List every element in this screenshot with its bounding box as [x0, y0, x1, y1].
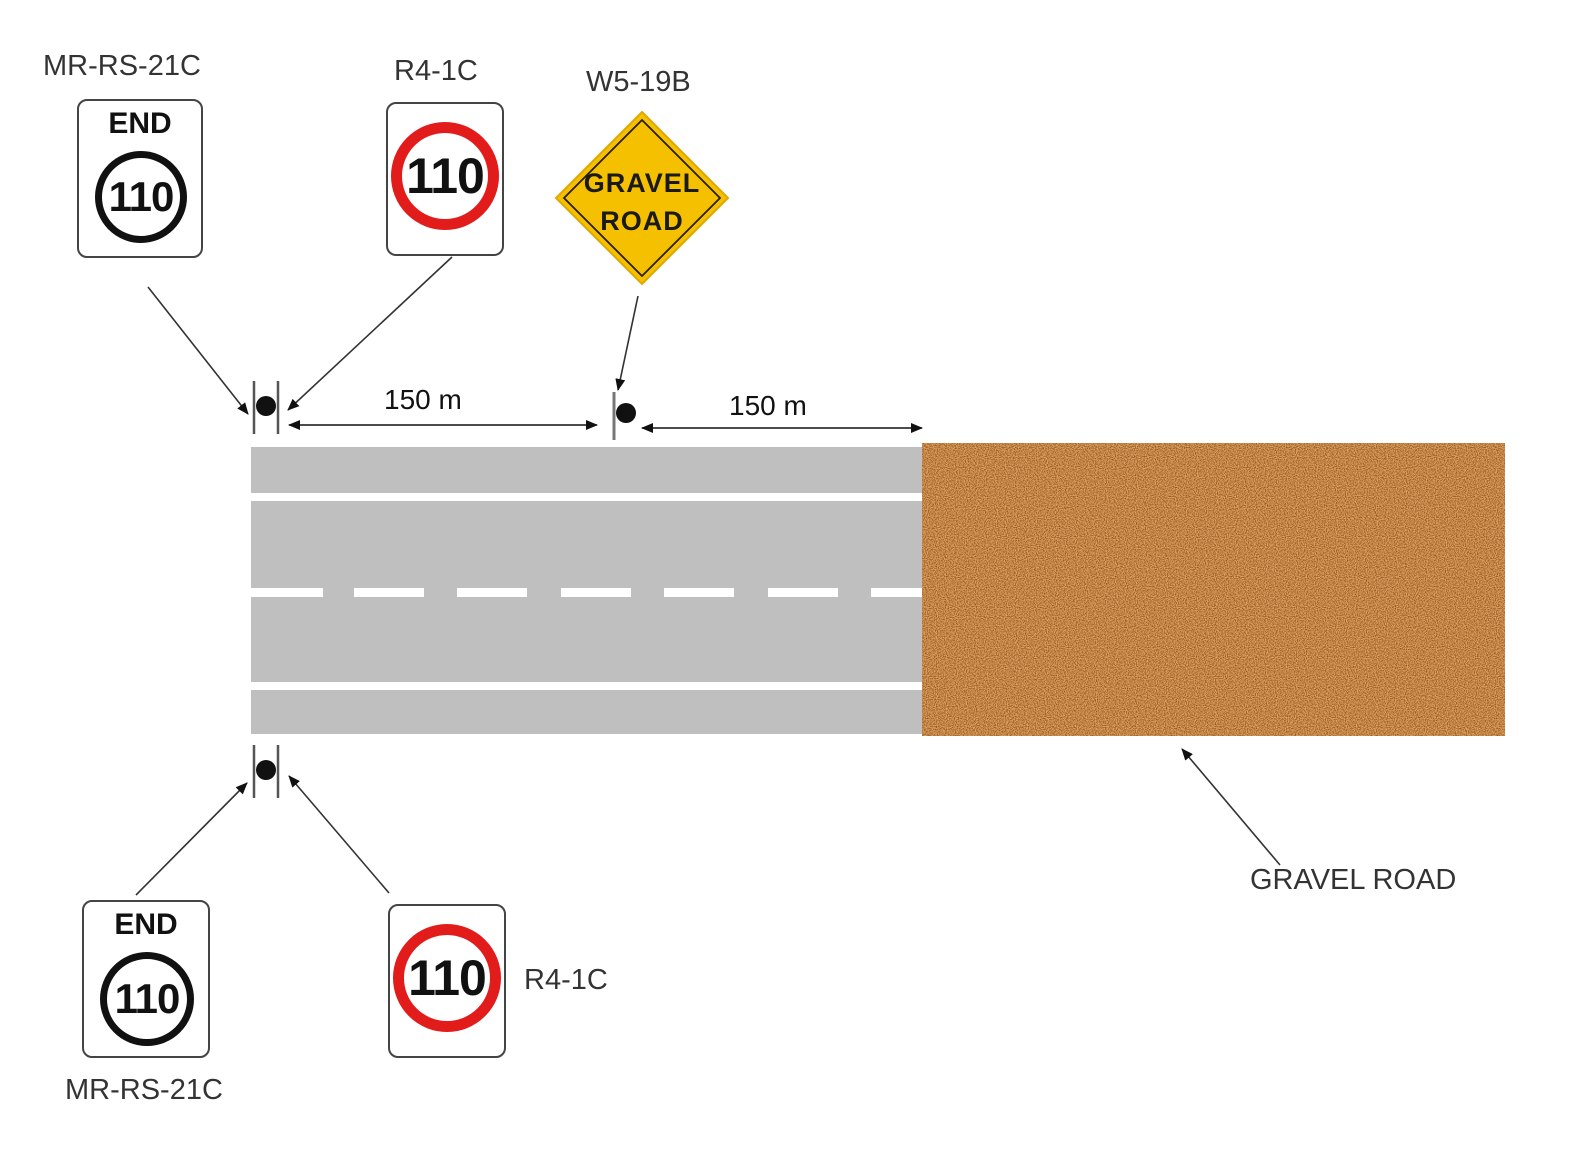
distance-label-2: 150 m: [729, 390, 807, 421]
speed-limit-sign-bottom: 110: [388, 904, 506, 1058]
sign-code-w5-19b: W5-19B: [586, 66, 691, 98]
leader-w5-19b: [615, 295, 639, 391]
gravel-road-label: GRAVEL ROAD: [1250, 864, 1457, 896]
sealed-road: [251, 447, 922, 734]
leader-mr-rs-21c-top: [147, 286, 249, 415]
leader-gravel-road: [1181, 748, 1281, 866]
end-label: END: [108, 107, 172, 140]
sign-code-mr-rs-21c-top: MR-RS-21C: [43, 50, 201, 82]
speed-ring: 110: [391, 122, 499, 230]
speed-ring: 110: [95, 151, 187, 243]
warning-line-1: GRAVEL: [583, 168, 701, 198]
gravel-road-surface: [922, 443, 1505, 736]
speed-value: 110: [108, 173, 175, 220]
speed-value: 110: [406, 148, 485, 204]
sign-code-r4-1c-top: R4-1C: [394, 55, 478, 87]
sign-code-mr-rs-21c-bottom: MR-RS-21C: [65, 1074, 223, 1106]
end-speed-limit-sign-bottom: END 110: [82, 900, 210, 1058]
end-label: END: [114, 908, 178, 941]
sign-code-r4-1c-bottom: R4-1C: [524, 964, 608, 996]
warning-diamond-icon: [554, 110, 730, 286]
gravel-road-warning-sign: GRAVEL ROAD: [554, 110, 730, 286]
end-speed-limit-sign-top: END 110: [77, 99, 203, 258]
speed-value: 110: [114, 975, 181, 1022]
speed-limit-sign-top: 110: [386, 102, 504, 256]
leader-mr-rs-21c-bottom: [135, 782, 248, 896]
warning-line-2: ROAD: [600, 206, 684, 236]
leader-r4-1c-top: [287, 256, 453, 411]
speed-ring: 110: [393, 924, 501, 1032]
speed-ring: 110: [100, 952, 194, 1046]
distance-label-1: 150 m: [384, 384, 462, 415]
leader-r4-1c-bottom: [288, 775, 390, 894]
speed-value: 110: [408, 950, 487, 1006]
edge-line-top: [251, 493, 922, 501]
edge-line-bottom: [251, 682, 922, 690]
